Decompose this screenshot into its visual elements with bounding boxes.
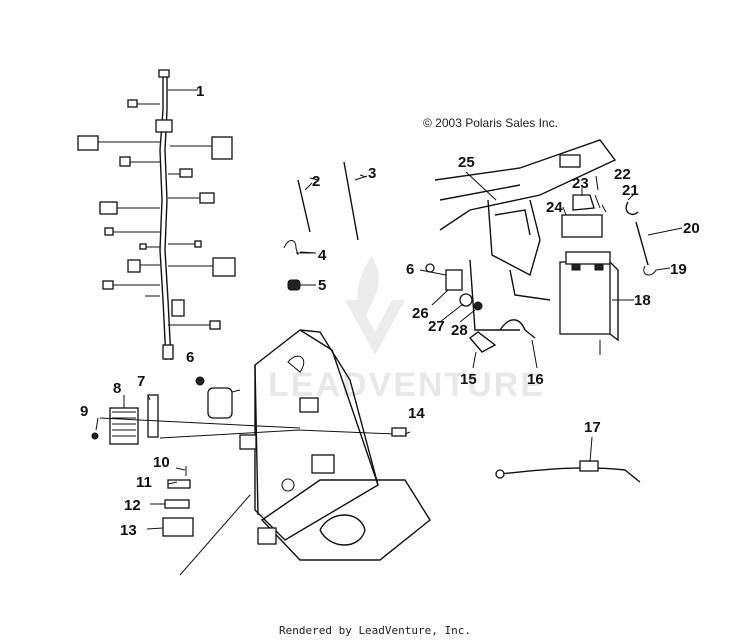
callout-6-battery[interactable]: 6	[406, 261, 414, 278]
small-parts-lower-left	[91, 376, 301, 537]
battery-cable	[495, 460, 641, 483]
callout-6-left[interactable]: 6	[186, 349, 194, 366]
callout-28[interactable]: 28	[451, 322, 468, 339]
callout-20[interactable]: 20	[683, 220, 700, 237]
leader-lines	[95, 89, 683, 530]
callout-13[interactable]: 13	[120, 522, 137, 539]
callout-24[interactable]: 24	[546, 199, 563, 216]
callout-10[interactable]: 10	[153, 454, 170, 471]
callout-5[interactable]: 5	[318, 277, 326, 294]
callouts: 1 2 3 4 5 6 6 7 8 9 10 11 12 13 14 15 16…	[80, 83, 700, 539]
callout-3[interactable]: 3	[368, 165, 376, 182]
callout-17[interactable]: 17	[584, 419, 601, 436]
callout-15[interactable]: 15	[460, 371, 477, 388]
callout-26[interactable]: 26	[412, 305, 429, 322]
callout-19[interactable]: 19	[670, 261, 687, 278]
callout-18[interactable]: 18	[634, 292, 651, 309]
callout-14[interactable]: 14	[408, 405, 425, 422]
callout-8[interactable]: 8	[113, 380, 121, 397]
copyright-text: © 2003 Polaris Sales Inc.	[423, 116, 558, 130]
callout-7[interactable]: 7	[137, 373, 145, 390]
callout-2[interactable]: 2	[312, 173, 320, 190]
callout-23[interactable]: 23	[572, 175, 589, 192]
footer-credit: Rendered by LeadVenture, Inc.	[278, 624, 472, 637]
callout-1[interactable]: 1	[196, 83, 204, 100]
callout-22[interactable]: 22	[614, 166, 631, 183]
callout-16[interactable]: 16	[527, 371, 544, 388]
callout-11[interactable]: 11	[136, 474, 152, 491]
frame-chassis	[179, 329, 431, 576]
callout-12[interactable]: 12	[124, 497, 141, 514]
callout-21[interactable]: 21	[622, 182, 639, 199]
callout-4[interactable]: 4	[318, 247, 327, 264]
small-parts-upper	[283, 161, 367, 291]
wiring-harness	[77, 69, 236, 361]
callout-25[interactable]: 25	[458, 154, 475, 171]
callout-27[interactable]: 27	[428, 318, 445, 335]
callout-9[interactable]: 9	[80, 403, 88, 420]
battery-assembly	[419, 139, 657, 355]
